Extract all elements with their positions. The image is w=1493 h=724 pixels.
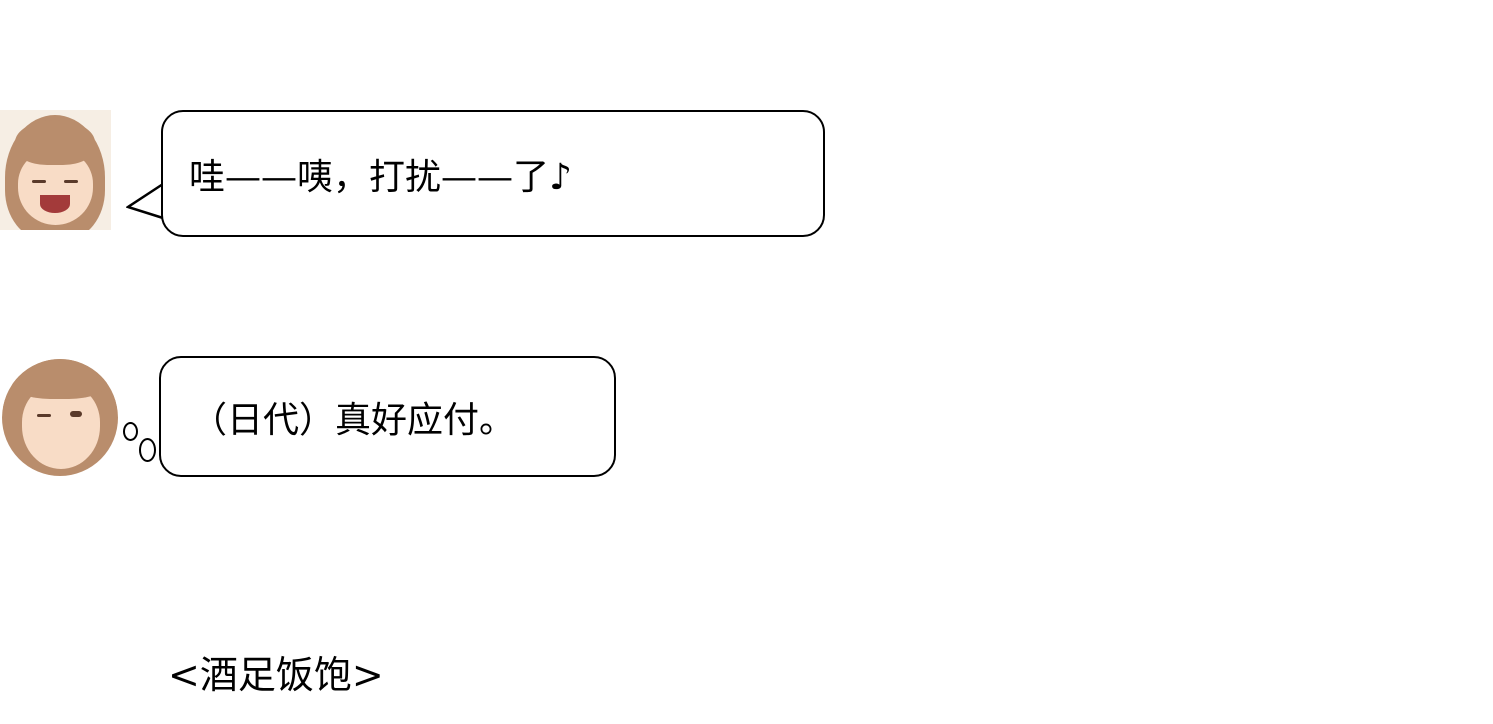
thought-bubble-dot [139, 438, 156, 462]
speech-bubble: 哇——咦，打扰——了♪ [161, 110, 825, 237]
thought-bubble-dot [123, 422, 138, 441]
thought-bubble: （日代）真好应付。 [159, 356, 616, 477]
scene-caption: <酒足饭饱> [168, 653, 384, 697]
laughing-girl-avatar [0, 110, 111, 230]
speech-bubble-tail [126, 182, 164, 220]
winking-girl-avatar [2, 359, 118, 476]
message-text: （日代）真好应付。 [191, 399, 516, 441]
message-text: 哇——咦，打扰——了♪ [189, 156, 572, 198]
